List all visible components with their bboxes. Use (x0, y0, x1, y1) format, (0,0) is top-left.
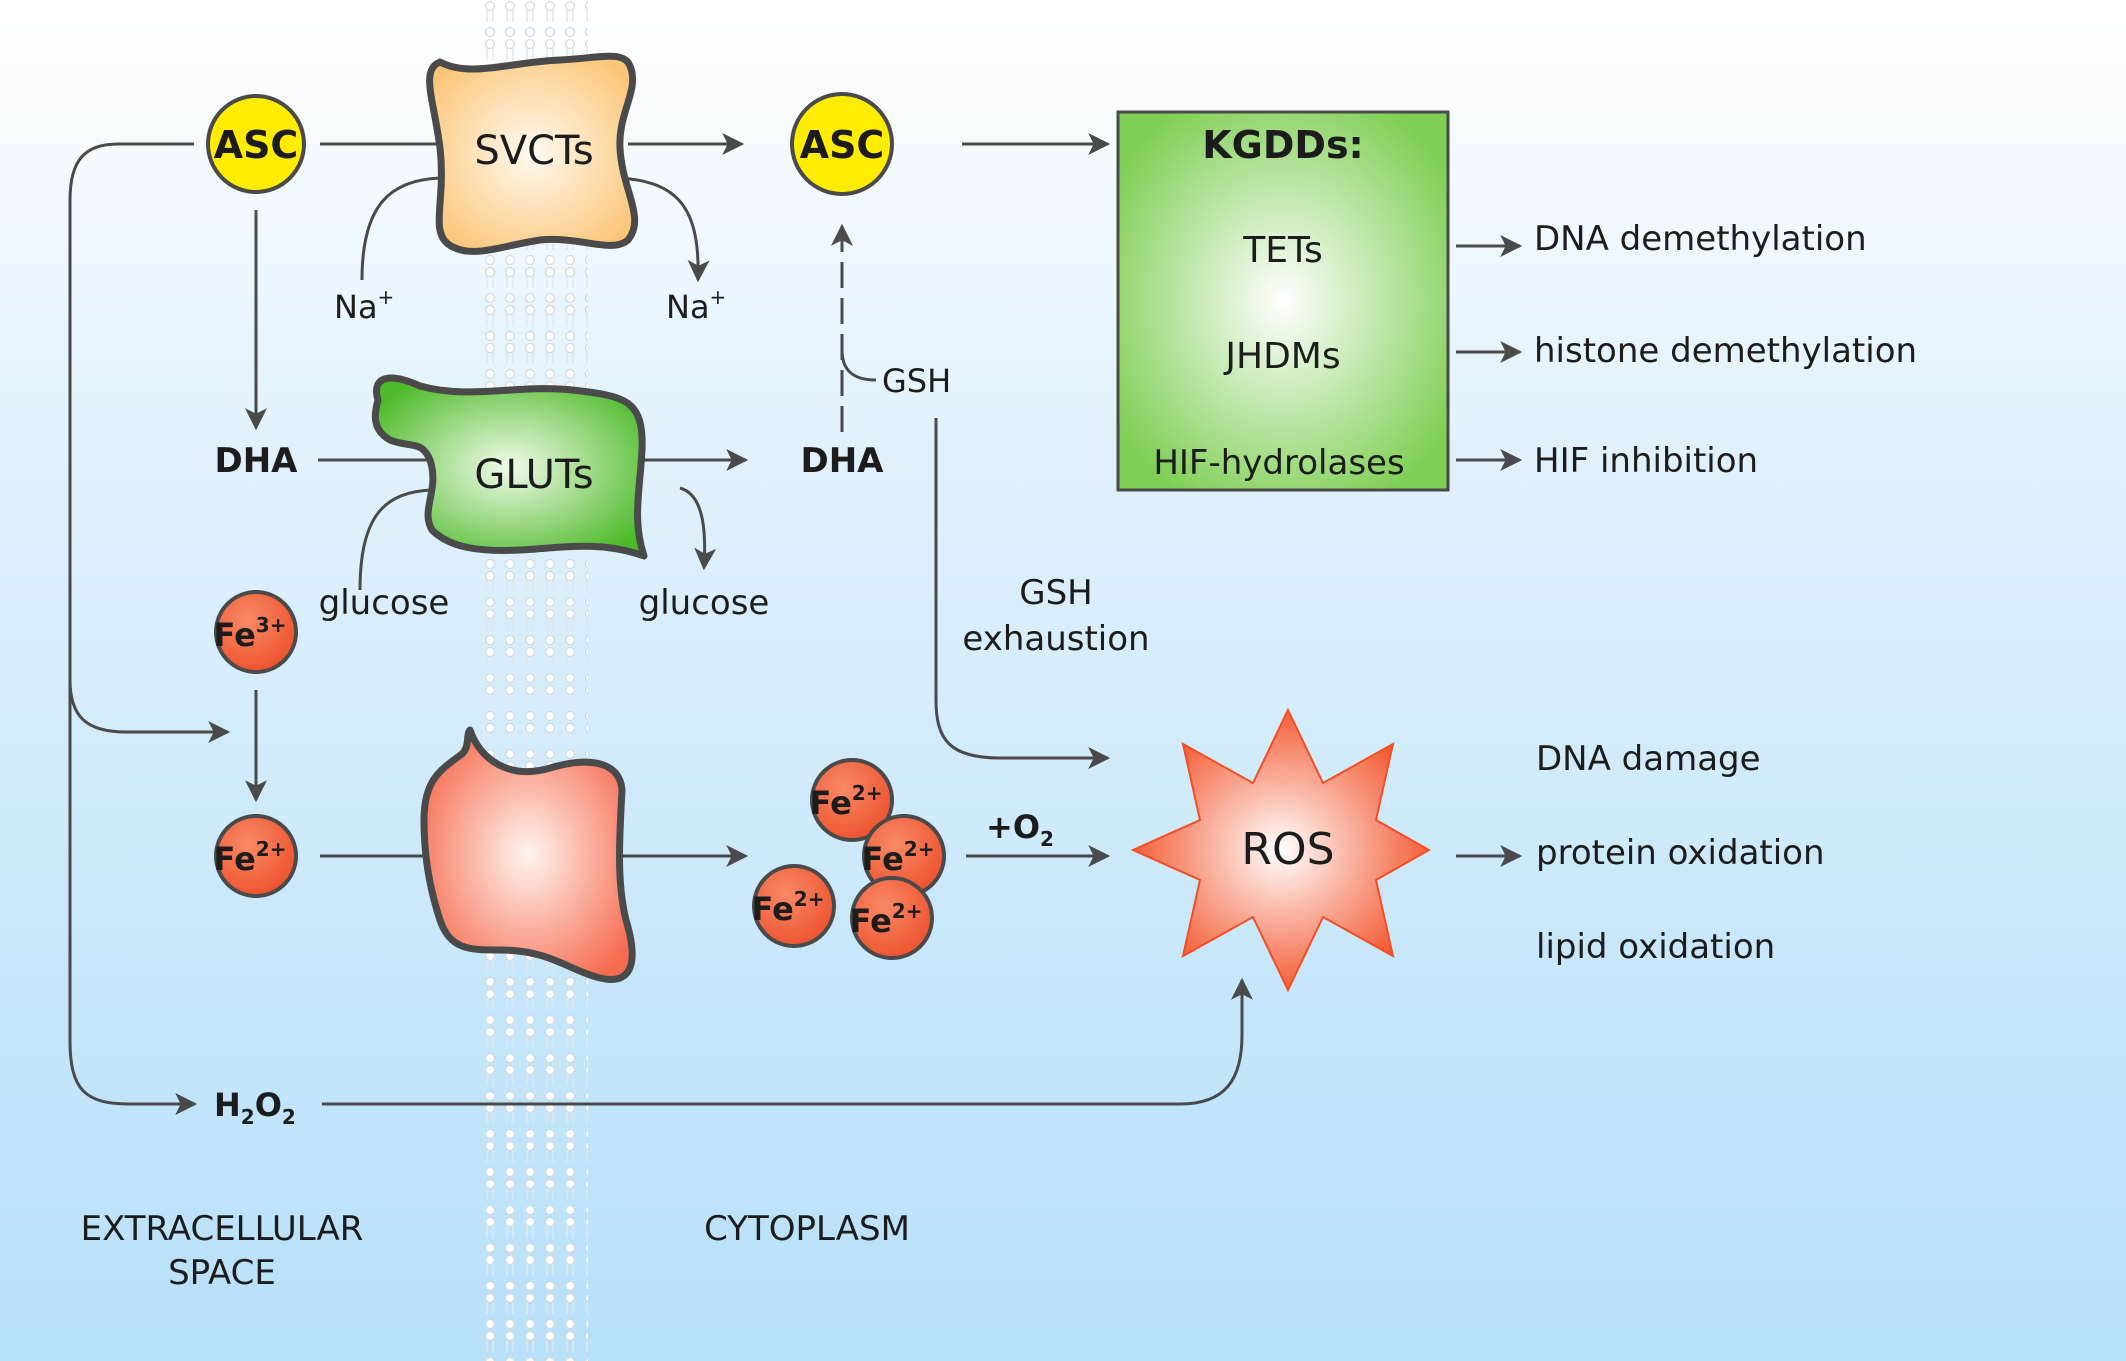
ros-label: ROS (1241, 824, 1334, 875)
asc-to-iron-reduction-arrow (68, 679, 231, 743)
fe2-pool: Fe2+ Fe2+ Fe2+ Fe2+ (752, 758, 946, 960)
ros-burst (1130, 707, 1432, 993)
svg-text:Fe2+: Fe2+ (214, 837, 287, 878)
asc-feedback-loop (68, 142, 198, 1115)
dha-extracellular: DHA (215, 441, 299, 481)
h2o2-label: H2O2 (214, 1086, 296, 1129)
fe2-ion-extracellular: Fe2+ (214, 814, 298, 898)
kgdd-item-tets: TETs (1242, 230, 1323, 271)
dmt-transporter (420, 726, 636, 983)
fe2-ion-pool-1: Fe2+ (810, 758, 894, 842)
svg-text:Fe2+: Fe2+ (810, 781, 883, 822)
region-extracellular-line2: SPACE (168, 1253, 276, 1293)
effect-dna-damage: DNA damage (1536, 739, 1761, 779)
glut-label: GLUTs (474, 452, 593, 498)
kgdd-title: KGDDs: (1202, 123, 1364, 167)
region-cytoplasm: CYTOPLASM (704, 1209, 910, 1249)
fe2-ion-pool-4: Fe2+ (850, 876, 934, 960)
svg-text:Fe2+: Fe2+ (862, 837, 935, 878)
svg-text:ASC: ASC (800, 123, 885, 167)
glucose-in-curve (358, 488, 433, 591)
svct-label: SVCTs (474, 128, 593, 174)
gsh-exhaustion-line1: GSH (1019, 573, 1093, 613)
na-in-curve (360, 176, 441, 281)
glucose-extracellular: glucose (319, 583, 450, 623)
svg-text:ASC: ASC (214, 123, 299, 167)
kgdd-item-hif-hydrolases: HIF-hydrolases (1153, 443, 1404, 483)
gsh-exhaustion-arrow (934, 418, 1111, 769)
effect-lipid-oxidation: lipid oxidation (1536, 927, 1775, 967)
kgdd-item-jhdms: JHDMs (1223, 336, 1340, 377)
svct-transporter (426, 52, 639, 255)
fe3-ion: Fe3+ (214, 590, 298, 674)
gsh-exhaustion-line2: exhaustion (962, 619, 1149, 659)
asc-cytoplasm: ASC (790, 92, 894, 196)
asc-extracellular: ASC (206, 94, 306, 194)
dha-cytoplasm: DHA (801, 441, 885, 481)
na-out-curve (619, 176, 710, 283)
svg-text:Fe2+: Fe2+ (752, 887, 825, 928)
effect-dna-demethylation: DNA demethylation (1534, 219, 1867, 259)
glucose-cytoplasm: glucose (639, 583, 770, 623)
na-ion-cytoplasm: Na+ (666, 285, 726, 326)
gsh-label: GSH (882, 362, 951, 400)
region-extracellular-line1: EXTRACELLULAR (81, 1209, 364, 1249)
fe2-ion-pool-3: Fe2+ (752, 864, 836, 948)
effect-histone-demethylation: histone demethylation (1534, 331, 1917, 371)
effect-protein-oxidation: protein oxidation (1536, 833, 1825, 873)
kgdd-box (1116, 110, 1450, 492)
fe2-ion-pool-2: Fe2+ (862, 814, 946, 898)
h2o2-to-ros-arrow (322, 977, 1253, 1106)
gsh-curve (840, 349, 877, 382)
svg-text:Fe3+: Fe3+ (214, 613, 287, 654)
glut-transporter (371, 374, 648, 560)
effect-hif-inhibition: HIF inhibition (1534, 441, 1758, 481)
svg-text:Fe2+: Fe2+ (850, 899, 923, 940)
oxygen-label: +O2 (986, 808, 1054, 851)
na-ion-extracellular: Na+ (334, 285, 394, 326)
glucose-out-curve (679, 486, 717, 571)
